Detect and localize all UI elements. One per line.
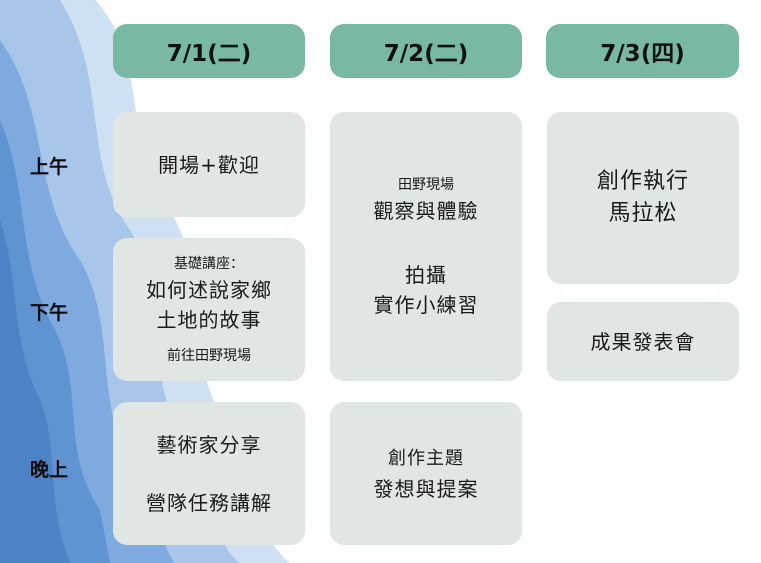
day1-afternoon-line2: 土地的故事 <box>156 307 262 332</box>
slot-label-afternoon: 下午 <box>29 302 68 324</box>
day3-main-card: 創作執行 馬拉松 <box>547 112 739 284</box>
slot-label-evening: 晚上 <box>29 459 68 481</box>
day3-main-line1: 創作執行 <box>596 169 689 194</box>
day2-evening-line1: 創作主題 <box>388 447 464 469</box>
day1-morning-card: 開場+歡迎 <box>113 112 305 217</box>
day1-evening-line2: 營隊任務講解 <box>146 490 272 515</box>
day2-main-card: 田野現場 觀察與體驗 拍攝 實作小練習 <box>330 112 522 381</box>
day2-evening-line2: 發想與提案 <box>373 476 479 501</box>
day1-afternoon-line1: 如何述說家鄉 <box>146 277 272 302</box>
day-header-1: 7/1(二) <box>113 24 305 78</box>
day-header-2: 7/2(二) <box>330 24 522 78</box>
day3-main-line2: 馬拉松 <box>608 201 678 226</box>
day3-afternoon-text: 成果發表會 <box>590 329 696 354</box>
day1-evening-line1: 藝術家分享 <box>156 432 262 457</box>
day3-afternoon-card: 成果發表會 <box>547 302 739 381</box>
day2-main-small: 田野現場 <box>398 176 454 193</box>
day-header-3: 7/3(四) <box>546 24 739 78</box>
day1-evening-card: 藝術家分享 營隊任務講解 <box>113 402 305 545</box>
slot-label-morning: 上午 <box>29 156 68 178</box>
day1-afternoon-intro: 基礎講座： <box>174 255 244 272</box>
day1-morning-text: 開場+歡迎 <box>158 152 260 177</box>
day2-evening-card: 創作主題 發想與提案 <box>330 402 522 545</box>
day2-main-line1: 觀察與體驗 <box>373 198 479 223</box>
day2-main-line3: 實作小練習 <box>373 292 479 317</box>
day1-afternoon-card: 基礎講座： 如何述說家鄉 土地的故事 前往田野現場 <box>113 238 305 381</box>
day2-main-line2: 拍攝 <box>405 262 447 287</box>
day1-afternoon-note: 前往田野現場 <box>167 347 251 364</box>
